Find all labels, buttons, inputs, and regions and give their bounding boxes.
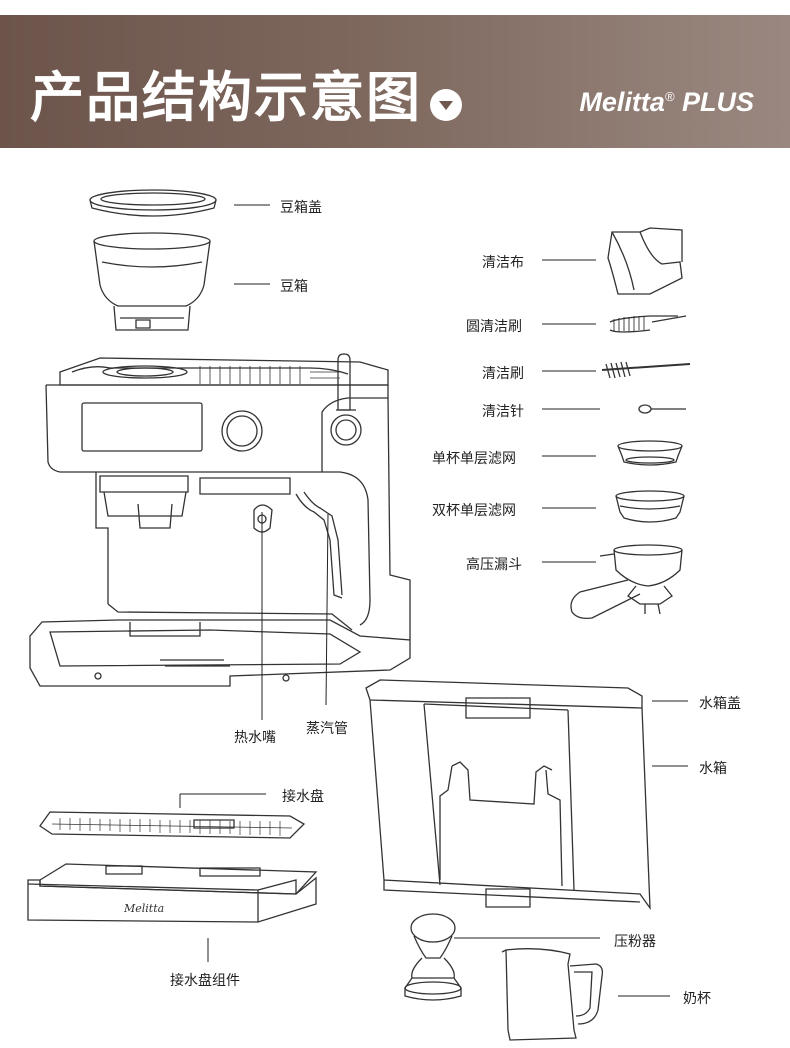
label-round-brush: 圆清洁刷 <box>466 319 522 335</box>
chevron-down-icon <box>430 89 462 121</box>
label-cleaning-brush: 清洁刷 <box>482 366 524 382</box>
label-double-filter: 双杯单层滤网 <box>432 503 516 519</box>
cleaning-cloth-drawing <box>608 228 682 294</box>
water-tank-drawing <box>366 680 650 908</box>
label-bean-box: 豆箱 <box>280 279 308 295</box>
label-milk-jug: 奶杯 <box>683 991 711 1007</box>
brand-mark: ® <box>664 89 675 104</box>
cleaning-needle-drawing <box>639 405 686 413</box>
label-water-tank: 水箱 <box>699 761 727 777</box>
portafilter-drawing <box>571 545 682 618</box>
bean-lid-drawing <box>90 190 216 216</box>
label-single-filter: 单杯单层滤网 <box>432 451 516 467</box>
brand-suffix: PLUS <box>681 87 754 117</box>
label-drip-tray-assembly: 接水盘组件 <box>170 973 240 989</box>
tamper-drawing <box>405 914 461 1000</box>
label-steam-wand: 蒸汽管 <box>306 721 348 737</box>
label-cleaning-needle: 清洁针 <box>482 404 524 420</box>
label-hot-water-spout: 热水嘴 <box>234 730 276 746</box>
round-brush-drawing <box>610 316 686 332</box>
label-tamper: 压粉器 <box>614 934 656 950</box>
double-filter-drawing <box>616 491 684 522</box>
label-bean-lid: 豆箱盖 <box>280 200 322 216</box>
brand-name: Melitta <box>579 87 665 117</box>
label-portafilter: 高压漏斗 <box>466 557 522 573</box>
drip-tray-drawing <box>40 812 304 838</box>
label-drip-tray: 接水盘 <box>282 789 324 805</box>
svg-text:Melitta: Melitta <box>123 902 164 915</box>
header-banner: 产品结构示意图 Melitta® PLUS <box>0 15 790 148</box>
milk-jug-drawing <box>502 949 602 1040</box>
machine-drawing <box>30 354 410 686</box>
single-filter-drawing <box>618 441 682 465</box>
page-title: 产品结构示意图 <box>30 66 422 129</box>
drip-tray-assembly-drawing: Melitta <box>28 864 316 922</box>
label-water-tank-lid: 水箱盖 <box>699 696 741 712</box>
label-cleaning-cloth: 清洁布 <box>482 255 524 271</box>
leader-lines <box>180 205 688 996</box>
bean-box-drawing <box>94 233 210 330</box>
cleaning-brush-drawing <box>602 362 690 378</box>
brand-logo: Melitta® PLUS <box>579 87 754 118</box>
